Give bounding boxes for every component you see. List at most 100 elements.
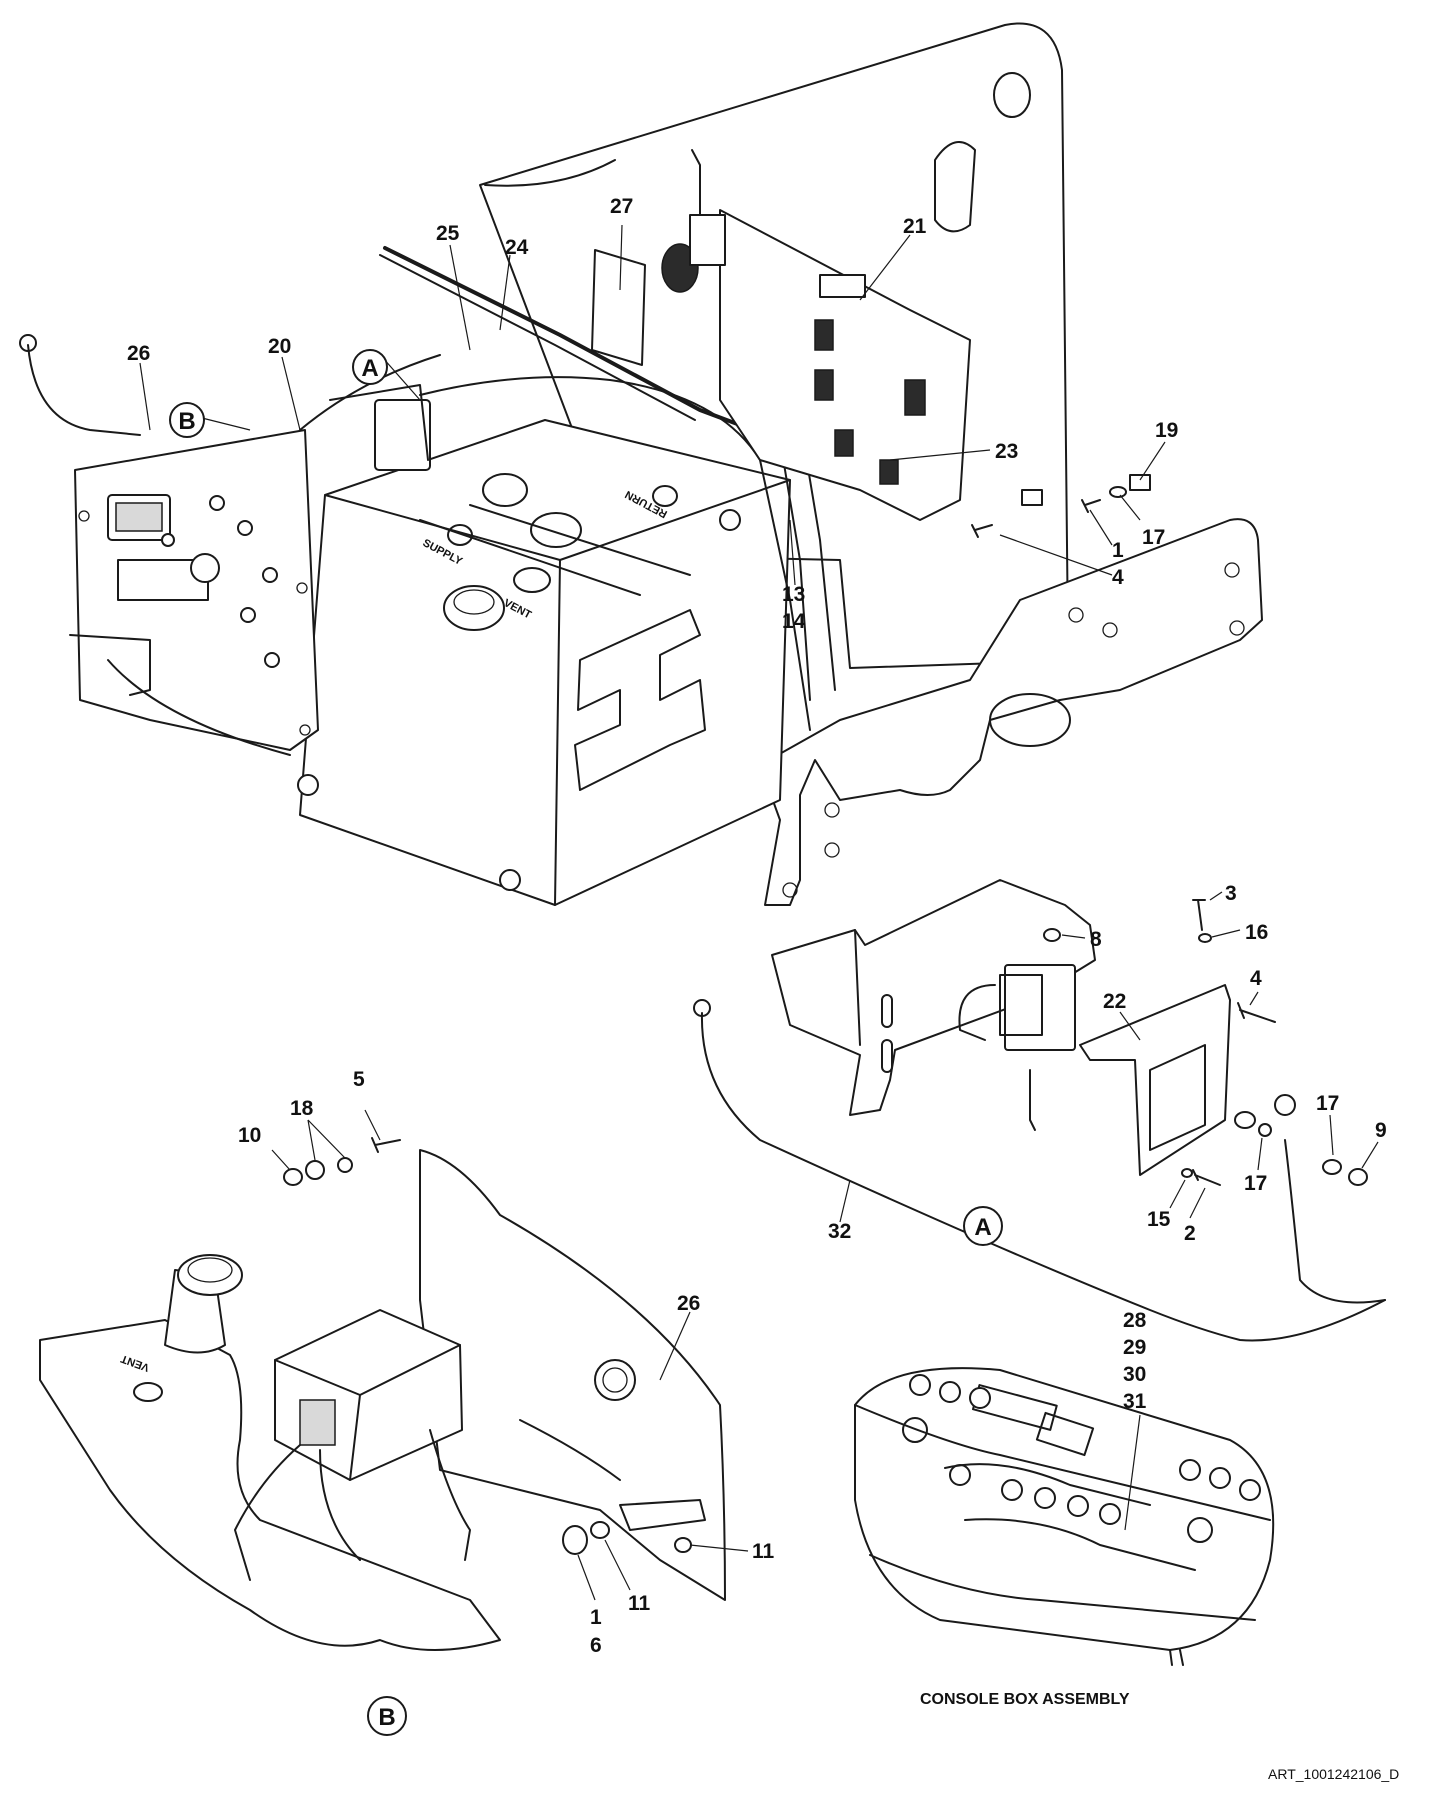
detail-b-knob-1 [562, 1525, 588, 1555]
console-switch-10 [1239, 1479, 1261, 1501]
callout-30: 30 [1123, 1363, 1146, 1386]
frame-hole-4 [1068, 607, 1084, 623]
leader-11-bottom [604, 1539, 631, 1591]
marker-a-detail: A [974, 1214, 991, 1241]
tank-rib-right [469, 504, 691, 576]
callout-26-top: 26 [127, 342, 150, 365]
junction-box-a [374, 399, 431, 471]
leader-23 [889, 449, 991, 461]
detail-b-nut-10 [283, 1168, 303, 1186]
tank-mount-nut-1 [297, 774, 319, 796]
panel-toggle-5 [264, 652, 280, 668]
vent-fitting [513, 567, 551, 593]
filler-cap-inner [453, 589, 495, 615]
panel-toggle-4 [240, 607, 256, 623]
leader-15 [1169, 1179, 1186, 1209]
callout-25: 25 [436, 222, 460, 245]
detail-b-control-box [274, 1309, 463, 1481]
detail-a-assembly [693, 879, 1386, 1342]
panel-ground-ring [19, 334, 37, 352]
alarm-body [689, 214, 726, 266]
panel-toggle-6 [161, 533, 175, 547]
console-switch-4 [1001, 1479, 1023, 1501]
leader-17-detail-b [1257, 1137, 1263, 1171]
upper-arc [484, 159, 616, 187]
frame-hole-5 [824, 802, 840, 818]
decal-27 [591, 249, 646, 366]
nut-9 [1348, 1168, 1368, 1186]
panel-bolt-2 [296, 582, 308, 594]
detail-b-panel-26 [419, 1149, 726, 1601]
marker-b-detail-circle [367, 1696, 407, 1736]
console-knob-3 [1187, 1517, 1213, 1543]
panel-bracket [69, 634, 151, 696]
return-fitting [530, 512, 582, 548]
leader-26-top [139, 362, 151, 431]
leader-9 [1361, 1141, 1379, 1169]
bolt-4-detail [1237, 1002, 1276, 1023]
ground-ring-32 [693, 999, 711, 1017]
frame-hole-2 [1229, 620, 1245, 636]
detail-b-wire-4 [519, 1419, 621, 1481]
detail-b-nut-11a [590, 1521, 610, 1539]
console-box-shell [854, 1367, 1275, 1651]
panel-toggle-3 [262, 567, 278, 583]
detail-b-filler-cap-inner [187, 1257, 233, 1283]
detail-b-wire-3 [429, 1429, 471, 1561]
return-port [652, 485, 678, 507]
detail-markers: A B A B [169, 349, 1003, 1736]
callout-26-b: 26 [677, 1292, 700, 1315]
leader-20 [281, 356, 301, 431]
console-switch-1 [909, 1374, 931, 1396]
callout-32: 32 [828, 1220, 851, 1243]
leader-3 [1209, 891, 1223, 901]
console-switch-6 [1067, 1495, 1089, 1517]
tank-x-embossing [574, 609, 706, 791]
tank-body [299, 419, 791, 906]
detail-b-bolt-5 [371, 1137, 401, 1153]
leader-4 [999, 534, 1113, 576]
tank-mount-nut-2 [499, 869, 521, 891]
callout-4-top: 4 [1112, 566, 1124, 589]
console-switch-3 [969, 1387, 991, 1409]
console-switch-7 [1099, 1503, 1121, 1525]
callout-2: 2 [1184, 1222, 1196, 1245]
base-frame [759, 518, 1263, 906]
leader-13 [789, 519, 796, 586]
leader-8 [1061, 934, 1086, 939]
console-box-assembly [854, 1367, 1275, 1666]
callout-10: 10 [238, 1124, 261, 1147]
leader-27 [619, 224, 623, 291]
detail-b-terminal-block [299, 1399, 336, 1446]
leader-19 [1139, 441, 1166, 481]
nut-8 [1043, 928, 1061, 942]
tank-rib-left [419, 519, 641, 596]
callout-18: 18 [290, 1097, 314, 1120]
leader-18a [307, 1119, 316, 1161]
callout-19: 19 [1155, 419, 1178, 442]
leader-16 [1211, 929, 1241, 938]
callout-8: 8 [1090, 928, 1102, 951]
harness-loop [419, 376, 761, 461]
callout-31: 31 [1123, 1390, 1147, 1413]
callout-5: 5 [353, 1068, 365, 1091]
console-switch-8 [1179, 1459, 1201, 1481]
ground-ring-32b [1274, 1094, 1296, 1116]
frame-hole-3 [1102, 622, 1118, 638]
leader-b-top [201, 417, 251, 431]
washer-17-detail-c [1322, 1159, 1342, 1175]
relay-21 [819, 274, 866, 298]
leader-lines [139, 224, 1379, 1601]
washer-16 [1198, 933, 1212, 943]
callout-17-detail-b: 17 [1244, 1172, 1267, 1195]
bracket-22-cutout [1149, 1044, 1206, 1151]
washer-17 [1109, 486, 1127, 498]
leader-25 [449, 244, 471, 351]
callout-23: 23 [995, 440, 1018, 463]
console-box-slot-lower [964, 1518, 1196, 1571]
console-knob-2 [949, 1464, 971, 1486]
sender-unit [482, 473, 528, 507]
detail-a-slot-1 [881, 994, 893, 1028]
module-plate-21 [719, 209, 971, 521]
